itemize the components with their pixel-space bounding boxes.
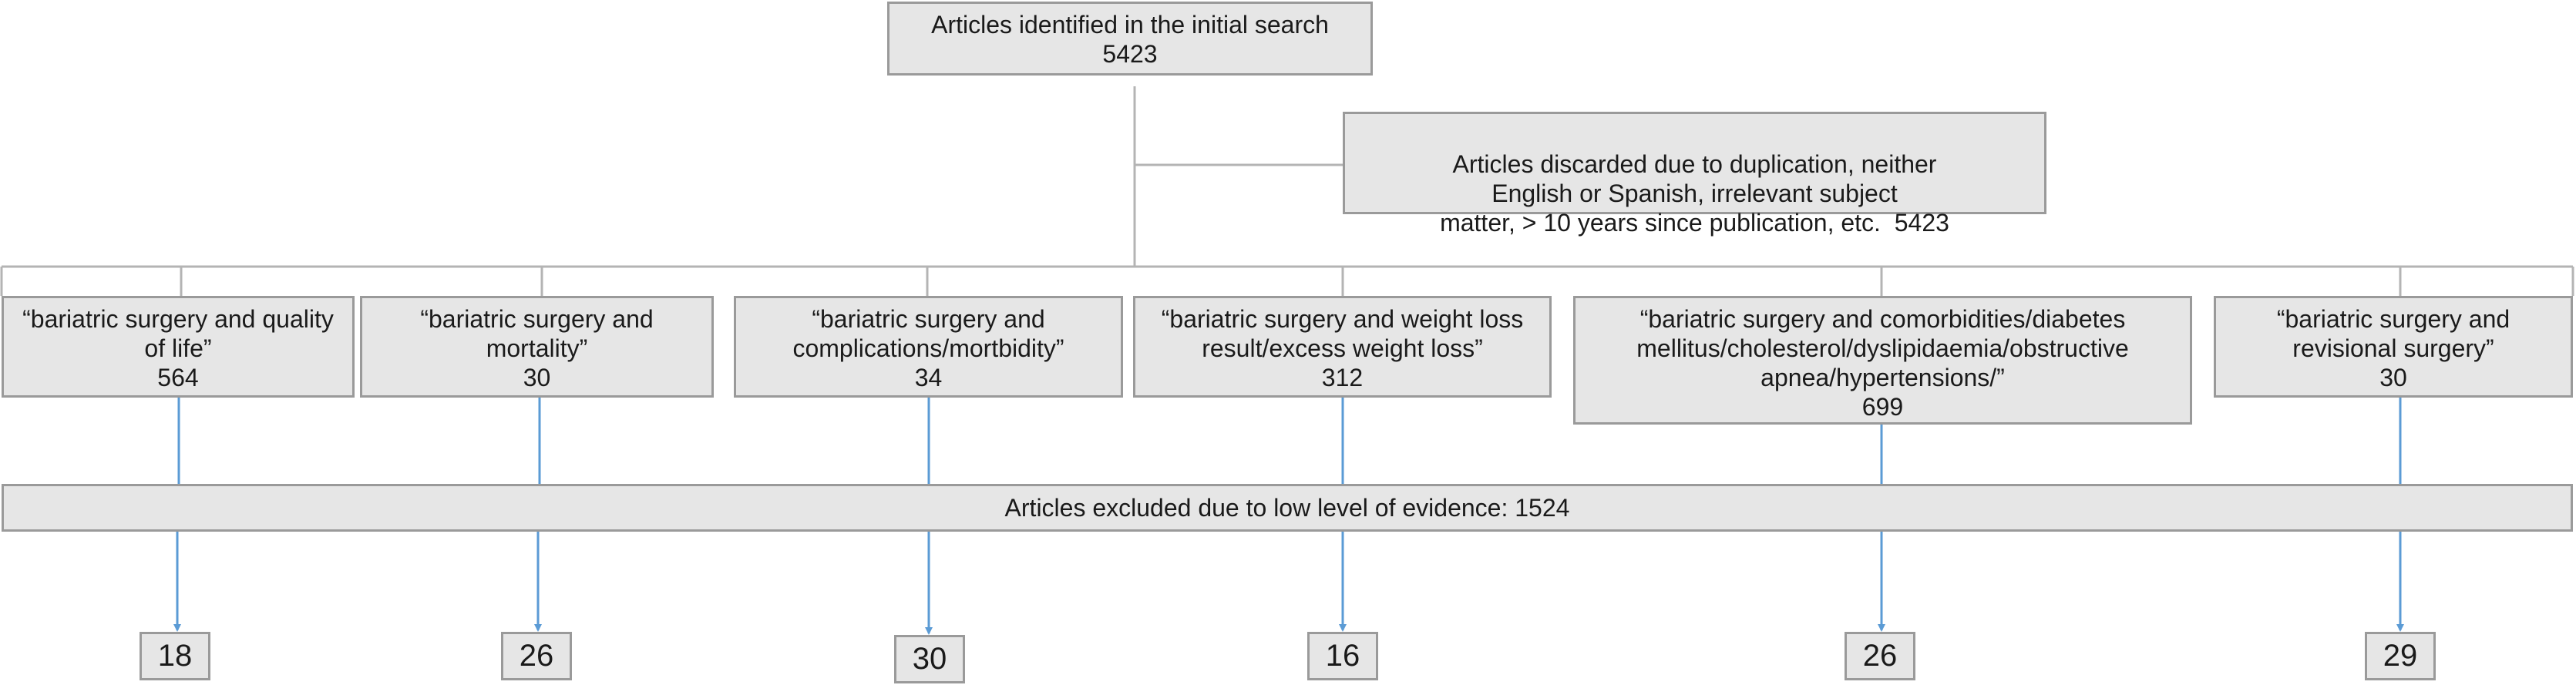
result-box: 26 (1845, 632, 1915, 680)
result-box: 30 (894, 635, 965, 683)
category-count: 564 (157, 364, 199, 391)
discarded-label: Articles discarded due to duplication, n… (1440, 120, 1949, 237)
category-label: “bariatric surgery and revisional surger… (2276, 305, 2510, 362)
category-box: “bariatric surgery and mortality” 30 (360, 296, 714, 398)
result-box: 18 (140, 632, 210, 680)
category-box: “bariatric surgery and revisional surger… (2214, 296, 2573, 398)
initial-search-label: Articles identified in the initial searc… (931, 11, 1329, 39)
category-box: “bariatric surgery and quality of life” … (2, 296, 355, 398)
category-box: “bariatric surgery and weight loss resul… (1133, 296, 1552, 398)
category-box: “bariatric surgery and complications/mor… (734, 296, 1123, 398)
category-label: “bariatric surgery and complications/mor… (792, 305, 1064, 362)
discarded-label-text: Articles discarded due to duplication, n… (1440, 150, 1937, 237)
category-label: “bariatric surgery and comorbidities/dia… (1636, 305, 2129, 391)
category-count: 312 (1321, 364, 1364, 391)
category-count: 699 (1861, 393, 1904, 421)
excluded-label: Articles excluded due to low level of ev… (1004, 494, 1570, 522)
excluded-box: Articles excluded due to low level of ev… (2, 484, 2573, 532)
result-box: 26 (501, 632, 572, 680)
category-label: “bariatric surgery and quality of life” (22, 305, 334, 362)
discarded-box: Articles discarded due to duplication, n… (1343, 112, 2046, 237)
initial-search-box: Articles identified in the initial searc… (887, 2, 1373, 76)
result-box: 16 (1307, 632, 1378, 680)
discarded-count: 5423 (1894, 209, 1949, 237)
category-count: 30 (2379, 364, 2407, 391)
category-count: 34 (914, 364, 943, 391)
category-count: 30 (523, 364, 551, 391)
category-label: “bariatric surgery and weight loss resul… (1161, 305, 1524, 362)
category-box: “bariatric surgery and comorbidities/dia… (1573, 296, 2192, 425)
category-label: “bariatric surgery and mortality” (420, 305, 654, 362)
result-box: 29 (2365, 632, 2436, 680)
initial-search-count: 5423 (1102, 40, 1158, 68)
